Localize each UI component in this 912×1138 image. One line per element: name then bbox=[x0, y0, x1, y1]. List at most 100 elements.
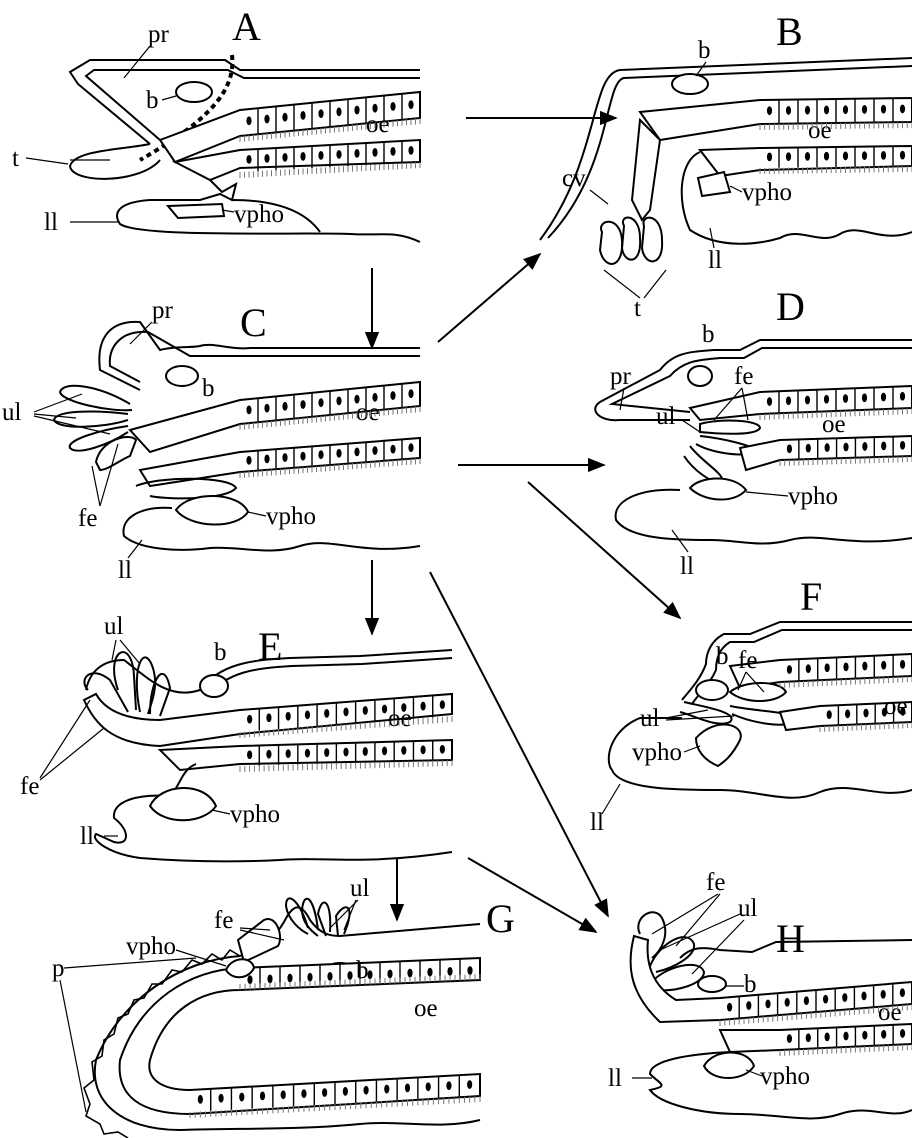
label-c-ll: ll bbox=[118, 557, 132, 584]
cell-nucleus bbox=[401, 746, 406, 755]
cell-nucleus bbox=[372, 148, 377, 157]
cell-nucleus bbox=[286, 749, 291, 758]
label-h-ll: ll bbox=[608, 1065, 622, 1092]
cell-nucleus bbox=[420, 745, 425, 754]
label-f-vpho: vpho bbox=[632, 739, 682, 766]
cell-nucleus bbox=[881, 105, 886, 114]
label-e-ll: ll bbox=[80, 823, 94, 850]
cell-nucleus bbox=[805, 396, 810, 405]
label-g-oe: oe bbox=[414, 995, 438, 1022]
cell-nucleus bbox=[260, 1092, 265, 1101]
cell-nucleus bbox=[900, 1029, 905, 1038]
cell-nucleus bbox=[862, 662, 867, 671]
cell-nucleus bbox=[843, 443, 848, 452]
panel-b-brain bbox=[672, 74, 708, 94]
cell-nucleus bbox=[426, 1082, 431, 1091]
arrow-c-to-f bbox=[528, 482, 680, 618]
label-d-ll: ll bbox=[680, 553, 694, 580]
cell-nucleus bbox=[267, 974, 272, 983]
cell-nucleus bbox=[824, 106, 829, 115]
cell-nucleus bbox=[246, 406, 251, 415]
panel-b-tentacle-1 bbox=[600, 222, 622, 264]
cell-nucleus bbox=[881, 151, 886, 160]
label-b-vpho: vpho bbox=[742, 179, 792, 206]
cell-nucleus bbox=[318, 109, 323, 118]
label-e-vpho: vpho bbox=[230, 801, 280, 828]
cell-nucleus bbox=[372, 104, 377, 113]
cell-nucleus bbox=[900, 660, 905, 669]
cell-nucleus bbox=[324, 748, 329, 757]
panel-letter-c: C bbox=[240, 300, 267, 345]
cell-nucleus bbox=[300, 400, 305, 409]
cell-nucleus bbox=[367, 970, 372, 979]
cell-nucleus bbox=[825, 1032, 830, 1041]
cell-nucleus bbox=[363, 1086, 368, 1095]
panel-c-vpho bbox=[176, 496, 248, 525]
cell-nucleus bbox=[408, 146, 413, 155]
label-f-oe: oe bbox=[884, 693, 908, 720]
label-pr: pr bbox=[148, 21, 170, 48]
cell-nucleus bbox=[336, 397, 341, 406]
cell-nucleus bbox=[300, 152, 305, 161]
cell-nucleus bbox=[354, 106, 359, 115]
panel-b-oesophagus-lower bbox=[700, 146, 912, 176]
cell-nucleus bbox=[307, 973, 312, 982]
panel-e-brain bbox=[200, 675, 228, 697]
cell-nucleus bbox=[900, 707, 905, 716]
cell-nucleus bbox=[407, 969, 412, 978]
panel-c: pr b oe ul fe vpho ll bbox=[2, 297, 420, 584]
cell-nucleus bbox=[806, 1033, 811, 1042]
label-d-oe: oe bbox=[822, 411, 846, 438]
cell-nucleus bbox=[347, 971, 352, 980]
cell-nucleus bbox=[805, 106, 810, 115]
cell-nucleus bbox=[264, 115, 269, 124]
label-c-oe: oe bbox=[356, 399, 380, 426]
label-b-ll: ll bbox=[708, 247, 722, 274]
panel-e-vpho bbox=[150, 788, 216, 820]
cell-nucleus bbox=[322, 1088, 327, 1097]
cell-nucleus bbox=[862, 151, 867, 160]
cell-nucleus bbox=[862, 393, 867, 402]
cell-nucleus bbox=[787, 444, 792, 453]
cell-nucleus bbox=[806, 664, 811, 673]
label-g-vpho: vpho bbox=[126, 933, 176, 960]
cell-nucleus bbox=[343, 708, 348, 717]
cell-nucleus bbox=[446, 1081, 451, 1090]
cell-nucleus bbox=[327, 972, 332, 981]
label-ul: ul bbox=[2, 399, 22, 426]
cell-nucleus bbox=[264, 455, 269, 464]
panel-h-upper-lobe-2 bbox=[650, 937, 694, 972]
label-d-ul: ul bbox=[656, 403, 676, 430]
label-h-ul: ul bbox=[738, 895, 758, 922]
label-h-b: b bbox=[744, 971, 757, 998]
panel-h-brain bbox=[698, 976, 726, 992]
cell-nucleus bbox=[282, 153, 287, 162]
cell-nucleus bbox=[372, 446, 377, 455]
cell-nucleus bbox=[401, 703, 406, 712]
panel-e-upper-lobe-2 bbox=[137, 657, 155, 714]
cell-nucleus bbox=[805, 152, 810, 161]
cell-nucleus bbox=[427, 968, 432, 977]
panel-d-lower-lip bbox=[616, 490, 912, 544]
label-f-ll: ll bbox=[590, 809, 604, 836]
cell-nucleus bbox=[305, 710, 310, 719]
label-b-t: t bbox=[634, 295, 641, 322]
cell-nucleus bbox=[765, 1000, 770, 1009]
cell-nucleus bbox=[804, 996, 809, 1005]
panel-letter-e: E bbox=[258, 624, 282, 669]
panel-b-oesophagus-side bbox=[632, 120, 660, 220]
cell-nucleus bbox=[440, 745, 445, 754]
cell-nucleus bbox=[246, 155, 251, 164]
cell-nucleus bbox=[842, 993, 847, 1002]
panel-d-oesophagus-lower bbox=[740, 436, 912, 470]
cell-nucleus bbox=[264, 404, 269, 413]
label-g-b: b bbox=[356, 957, 369, 984]
cell-nucleus bbox=[354, 448, 359, 457]
cell-nucleus bbox=[881, 990, 886, 999]
cell-nucleus bbox=[324, 709, 329, 718]
cell-nucleus bbox=[824, 395, 829, 404]
cell-nucleus bbox=[881, 1030, 886, 1039]
panel-d-vpho bbox=[690, 479, 746, 500]
cell-nucleus bbox=[467, 1080, 472, 1089]
cell-nucleus bbox=[336, 449, 341, 458]
